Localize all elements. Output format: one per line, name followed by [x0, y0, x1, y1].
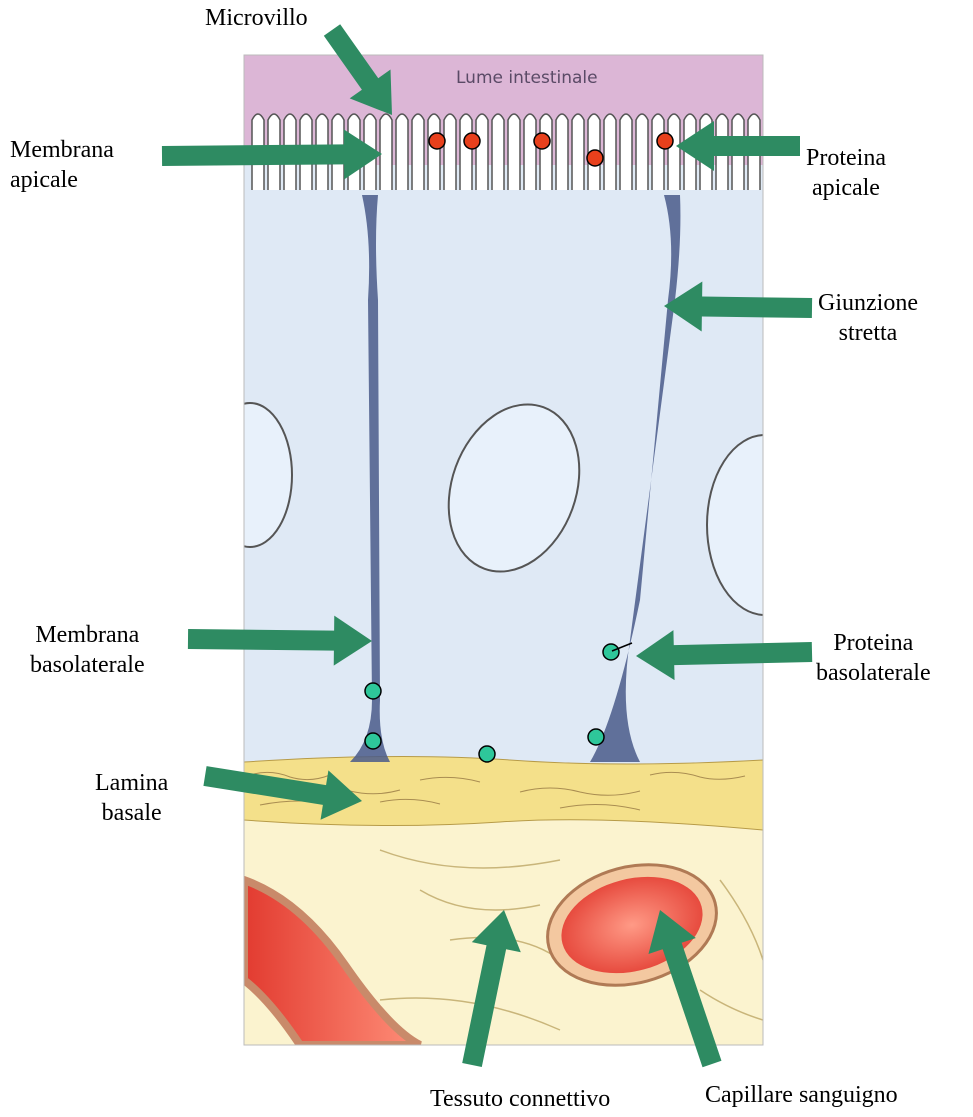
microvillus — [476, 114, 488, 200]
microvillus — [620, 114, 632, 200]
basolateral-protein-dot — [479, 746, 495, 762]
microvillus — [716, 114, 728, 200]
basolateral-protein-dot — [365, 733, 381, 749]
microvillus — [380, 114, 392, 200]
microvillus — [572, 114, 584, 200]
apical-protein-dot — [534, 133, 550, 149]
nucleus-left — [208, 403, 292, 547]
microvillus — [652, 114, 664, 200]
microvillus — [556, 114, 568, 200]
microvillus — [492, 114, 504, 200]
apical-protein-dot — [429, 133, 445, 149]
microvillus — [636, 114, 648, 200]
label-microvillo: Microvillo — [205, 3, 308, 33]
nucleus-right — [707, 435, 823, 615]
microvillus — [732, 114, 744, 200]
basolateral-protein-dot — [588, 729, 604, 745]
microvillus — [396, 114, 408, 200]
microvillus — [748, 114, 760, 200]
basolateral-protein-dot — [603, 644, 619, 660]
microvillus — [540, 114, 552, 200]
lumen-label: Lume intestinale — [456, 68, 598, 88]
apical-protein-dot — [657, 133, 673, 149]
microvillus — [428, 114, 440, 200]
microvillus — [460, 114, 472, 200]
label-tessuto-connettivo: Tessuto connettivo — [430, 1084, 610, 1114]
microvillus — [508, 114, 520, 200]
microvillus — [604, 114, 616, 200]
microvillus — [668, 114, 680, 200]
apical-protein-dot — [587, 150, 603, 166]
microvillus — [444, 114, 456, 200]
label-capillare-sanguigno: Capillare sanguigno — [705, 1080, 898, 1110]
basolateral-protein-dot — [365, 683, 381, 699]
microvillus — [412, 114, 424, 200]
apical-protein-dot — [464, 133, 480, 149]
microvillus — [524, 114, 536, 200]
